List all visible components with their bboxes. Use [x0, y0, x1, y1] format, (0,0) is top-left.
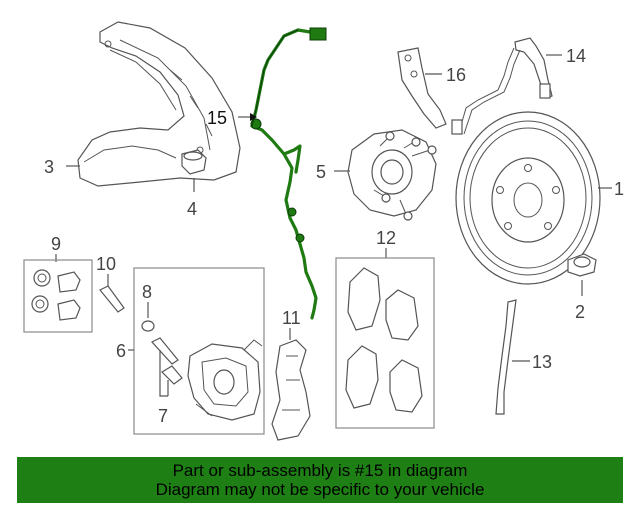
bracket-part-16[interactable] — [397, 47, 447, 129]
callout-14: 14 — [566, 46, 586, 66]
callout-10: 10 — [96, 254, 116, 274]
brake-hose-part-14[interactable] — [451, 37, 553, 135]
bolt-part-7[interactable] — [151, 337, 183, 385]
parts-diagram: 3 4 16 14 15 — [23, 21, 624, 441]
callout-13: 13 — [532, 352, 552, 372]
callout-12: 12 — [376, 228, 396, 248]
bleeder-part-8[interactable] — [141, 320, 155, 332]
callout-2: 2 — [575, 302, 585, 322]
caliper-assembly-part-6[interactable] — [133, 267, 265, 435]
banner-line-1: Part or sub-assembly is #15 in diagram — [172, 461, 468, 480]
leader-line-7 — [159, 350, 169, 397]
callout-9: 9 — [51, 234, 61, 254]
banner-line-2: Diagram may not be specific to your vehi… — [155, 480, 485, 499]
clip-part-13[interactable] — [495, 299, 517, 415]
info-banner: Part or sub-assembly is #15 in diagram D… — [17, 457, 623, 503]
brake-rotor-part-1[interactable] — [455, 111, 601, 285]
caliper-bracket-part-11[interactable] — [271, 339, 311, 441]
guide-pin-part-10[interactable] — [99, 285, 125, 313]
nut-part-2[interactable] — [567, 253, 597, 277]
brake-pads-part-12[interactable] — [335, 257, 435, 429]
bushing-kit-part-9[interactable] — [23, 259, 93, 333]
callout-15: 15 — [207, 108, 227, 128]
splash-shield-part-3[interactable] — [77, 21, 241, 187]
hub-part-5[interactable] — [347, 129, 437, 221]
callout-11: 11 — [282, 308, 301, 328]
callout-6: 6 — [116, 341, 126, 361]
bolt-part-4[interactable] — [181, 149, 207, 175]
abs-sensor-part-15[interactable] — [250, 27, 327, 320]
callout-1: 1 — [614, 179, 624, 199]
callout-16: 16 — [446, 65, 466, 85]
wheel-studs — [373, 131, 437, 221]
callout-3: 3 — [44, 157, 54, 177]
leader-arrow-15 — [250, 113, 257, 121]
callout-5: 5 — [316, 162, 326, 182]
callout-4: 4 — [187, 199, 197, 219]
callout-7: 7 — [158, 406, 168, 426]
callout-8: 8 — [142, 282, 152, 302]
